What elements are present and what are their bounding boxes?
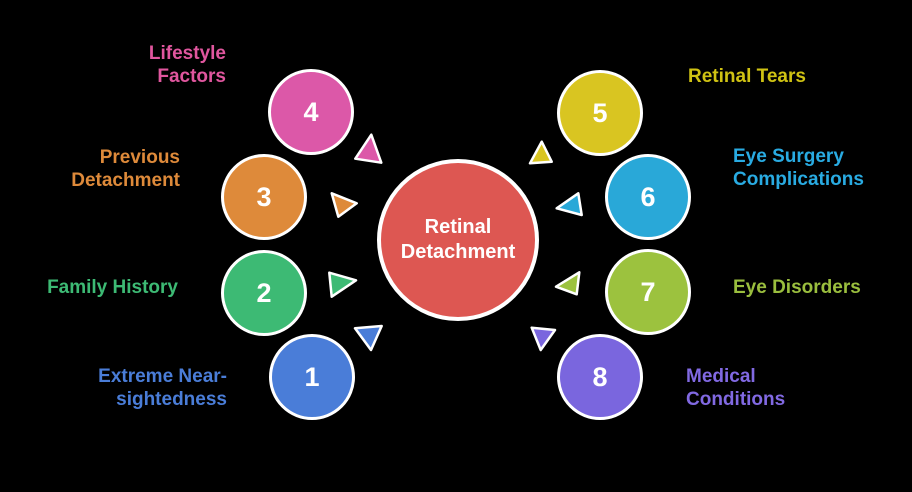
arrow-icon-node-4: [354, 133, 383, 164]
center-circle: Retinal Detachment: [377, 159, 539, 321]
arrow-icon-node-3: [330, 192, 358, 218]
arrow-icon-node-1: [353, 324, 383, 352]
label-line: Factors: [157, 66, 226, 87]
node-circle-4: 4: [268, 69, 354, 155]
arrow-icon-node-5: [528, 140, 553, 165]
node-label-medical-conditions: Medical Conditions: [686, 365, 785, 411]
center-label-line: Retinal: [424, 216, 492, 238]
node-circle-7: 7: [605, 249, 691, 335]
node-label-retinal-tears: Retinal Tears: [688, 65, 806, 88]
label-line: Eye Disorders: [733, 277, 861, 298]
arrow-icon-node-2: [328, 271, 358, 298]
node-label-previous-detachment: Previous Detachment: [71, 146, 180, 192]
label-line: Extreme Near-: [98, 366, 227, 387]
label-line: Lifestyle: [148, 43, 226, 64]
node-number-7: 7: [640, 276, 656, 307]
node-label-eye-disorders: Eye Disorders: [733, 276, 861, 299]
label-line: sightedness: [116, 389, 227, 410]
node-circle-1: 1: [269, 334, 355, 420]
node-number-8: 8: [592, 361, 608, 392]
node-label-family-history: Family History: [47, 276, 178, 299]
node-circle-3: 3: [221, 154, 307, 240]
node-circle-5: 5: [557, 70, 643, 156]
center-label: Retinal Detachment: [401, 215, 515, 265]
node-label-extreme-near-sightedness: Extreme Near- sightedness: [98, 365, 227, 411]
node-number-5: 5: [592, 97, 608, 128]
label-line: Complications: [733, 169, 864, 190]
node-circle-8: 8: [557, 334, 643, 420]
node-label-lifestyle-factors: Lifestyle Factors: [149, 42, 226, 88]
node-number-2: 2: [256, 277, 272, 308]
center-label-line: Detachment: [400, 241, 516, 263]
node-circle-2: 2: [221, 250, 307, 336]
arrow-icon-node-7: [554, 271, 581, 296]
arrow-icon-node-8: [530, 326, 557, 352]
label-line: Retinal Tears: [688, 66, 806, 87]
node-number-4: 4: [303, 96, 319, 127]
label-line: Conditions: [686, 389, 786, 410]
node-number-6: 6: [640, 181, 656, 212]
label-line: Eye Surgery: [733, 146, 844, 167]
node-label-eye-surgery-complications: Eye Surgery Complications: [733, 145, 864, 191]
node-number-1: 1: [304, 361, 320, 392]
label-line: Medical: [686, 366, 756, 387]
node-circle-6: 6: [605, 154, 691, 240]
label-line: Previous: [99, 147, 180, 168]
arrow-icon-node-6: [555, 192, 583, 217]
label-line: Detachment: [71, 170, 180, 191]
label-line: Family History: [47, 277, 178, 298]
node-number-3: 3: [256, 181, 272, 212]
